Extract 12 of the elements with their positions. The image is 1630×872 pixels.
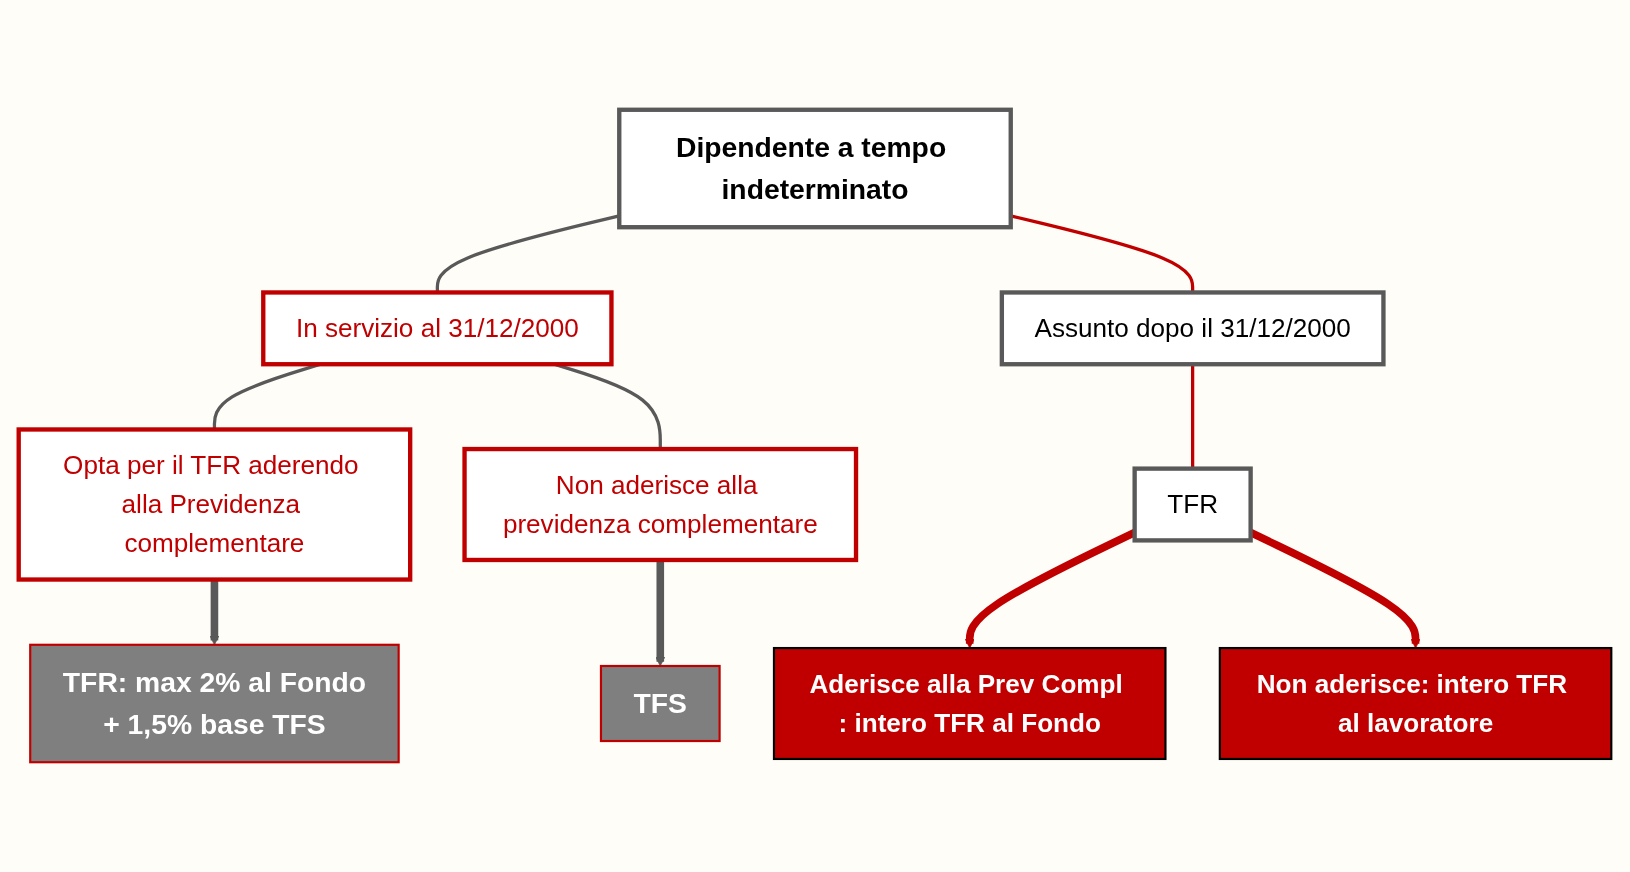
node-box: TFS — [599, 664, 721, 743]
node-box: Opta per il TFR aderendo alla Previdenza complementare — [16, 427, 413, 582]
node-box: Dipendente a tempo indeterminato — [617, 107, 1013, 230]
node-box: Non aderisce alla previdenza complementare — [462, 446, 859, 563]
arrow — [209, 579, 220, 646]
node-box: Assunto dopo il 31/12/2000 — [999, 290, 1386, 367]
node-box: TFR: max 2% al Fondo + 1,5% base TFS — [29, 643, 400, 764]
node-box: In servizio al 31/12/2000 — [261, 290, 614, 367]
arrow — [655, 559, 666, 667]
node-box: Non aderisce: intero TFR al lavoratore — [1218, 646, 1613, 761]
node-box: Aderisce alla Prev Compl : intero TFR al Fondo — [772, 646, 1167, 761]
node-box: TFR — [1132, 466, 1253, 543]
